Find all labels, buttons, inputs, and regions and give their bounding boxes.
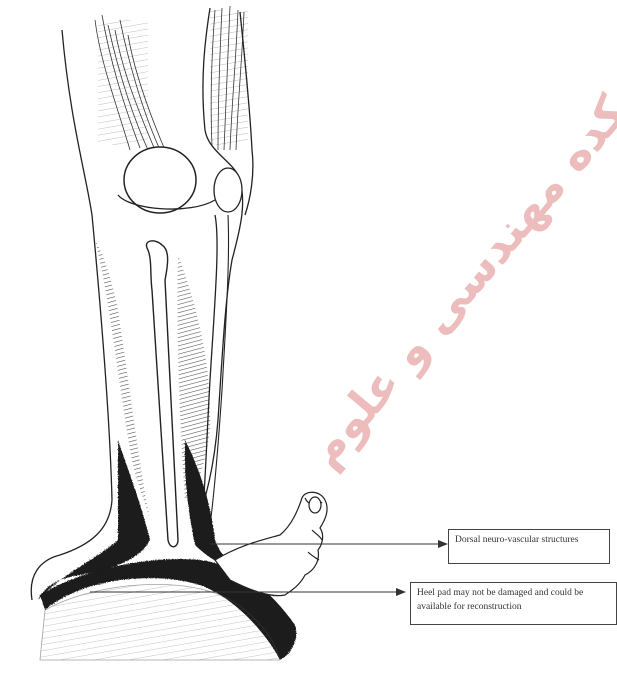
- tibia: [146, 241, 178, 547]
- fibula-edge: [208, 215, 229, 540]
- thigh-shading-left: [98, 20, 148, 145]
- callout-heel-pad-text: Heel pad may not be damaged and could be…: [417, 588, 583, 612]
- callout-dorsal-text: Dorsal neuro-vascular structures: [455, 535, 578, 545]
- patella: [124, 147, 196, 213]
- callout-heel-pad: Heel pad may not be damaged and could be…: [410, 582, 617, 625]
- fibula-head: [214, 168, 242, 212]
- callout-dorsal-neurovascular: Dorsal neuro-vascular structures: [448, 529, 610, 564]
